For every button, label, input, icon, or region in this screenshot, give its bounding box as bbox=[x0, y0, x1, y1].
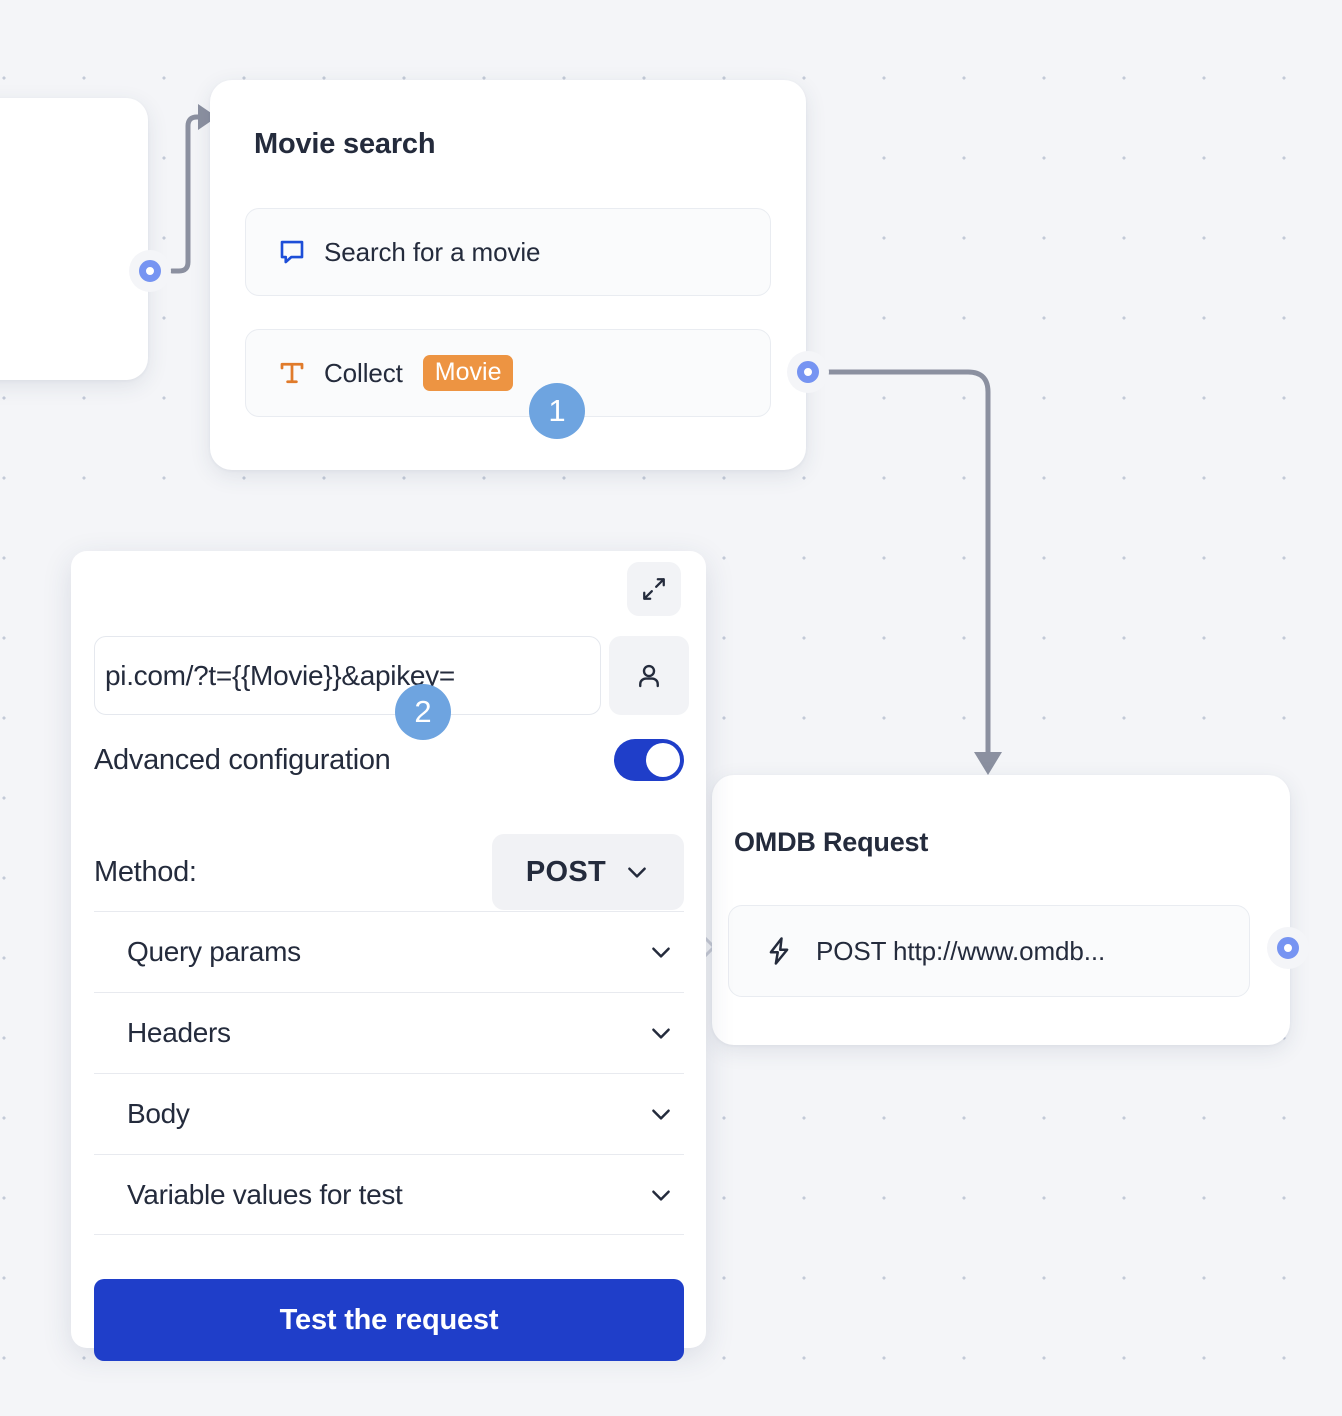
variable-chip-movie[interactable]: Movie bbox=[422, 354, 514, 392]
method-selected-value: POST bbox=[525, 855, 607, 888]
user-icon bbox=[634, 661, 664, 691]
node-title-movie-search: Movie search bbox=[254, 128, 436, 160]
method-row: Method: POST bbox=[94, 834, 684, 910]
test-the-request-button[interactable]: Test the request bbox=[94, 1279, 684, 1361]
advanced-configuration-label: Advanced configuration bbox=[94, 743, 391, 776]
node-row-label: Collect bbox=[324, 357, 403, 388]
node-title-omdb-request: OMDB Request bbox=[734, 827, 929, 857]
chevron-down-icon bbox=[624, 859, 650, 885]
toggle-knob bbox=[646, 743, 680, 777]
step-badge-1: 1 bbox=[529, 383, 585, 439]
user-credentials-button[interactable] bbox=[609, 636, 689, 715]
expand-panel-button[interactable] bbox=[627, 562, 681, 616]
accordion-label: Headers bbox=[127, 1017, 231, 1048]
accordion-label: Query params bbox=[127, 936, 301, 967]
partial-node-card[interactable] bbox=[0, 98, 148, 380]
node-row-search-for-a-movie[interactable]: Search for a movie bbox=[245, 208, 771, 296]
accordion-item-body[interactable]: Body bbox=[94, 1073, 684, 1154]
advanced-configuration-toggle[interactable] bbox=[614, 739, 684, 781]
connector-dot-partial-output[interactable] bbox=[129, 250, 171, 292]
connector-dot-movie-search-output[interactable] bbox=[787, 351, 829, 393]
node-row-label: POST http://www.omdb... bbox=[816, 935, 1106, 966]
chat-bubble-icon bbox=[277, 237, 307, 267]
node-row-omdb-post[interactable]: POST http://www.omdb... bbox=[728, 905, 1250, 997]
advanced-configuration-row: Advanced configuration bbox=[94, 739, 684, 781]
step-badge-2: 2 bbox=[395, 684, 451, 740]
accordion-list: Query params Headers Body Variable value… bbox=[94, 911, 684, 1235]
accordion-label: Variable values for test bbox=[127, 1178, 403, 1210]
method-select[interactable]: POST bbox=[492, 834, 684, 910]
method-label: Method: bbox=[94, 855, 197, 888]
node-card-omdb-request[interactable]: OMDB Request POST http://www.omdb... bbox=[712, 775, 1290, 1045]
lightning-bolt-icon bbox=[764, 935, 794, 967]
chevron-down-icon bbox=[648, 1182, 674, 1208]
connector-dot-omdb-output[interactable] bbox=[1267, 927, 1309, 969]
accordion-item-query-params[interactable]: Query params bbox=[94, 911, 684, 992]
node-card-movie-search[interactable]: Movie search Search for a movie Collect … bbox=[210, 80, 806, 470]
url-field-row bbox=[94, 636, 689, 715]
expand-diagonal-icon bbox=[641, 576, 667, 602]
node-row-label: Search for a movie bbox=[324, 236, 541, 267]
request-url-input[interactable] bbox=[94, 636, 601, 715]
node-row-collect-movie[interactable]: Collect Movie bbox=[245, 329, 771, 417]
text-type-icon bbox=[277, 358, 307, 388]
accordion-label: Body bbox=[127, 1098, 190, 1129]
chevron-down-icon bbox=[648, 1101, 674, 1127]
chevron-down-icon bbox=[648, 939, 674, 965]
request-configuration-panel: Advanced configuration Method: POST Quer… bbox=[71, 551, 706, 1361]
chevron-down-icon bbox=[648, 1020, 674, 1046]
accordion-item-headers[interactable]: Headers bbox=[94, 992, 684, 1073]
accordion-item-variable-values-for-test[interactable]: Variable values for test bbox=[94, 1154, 684, 1235]
